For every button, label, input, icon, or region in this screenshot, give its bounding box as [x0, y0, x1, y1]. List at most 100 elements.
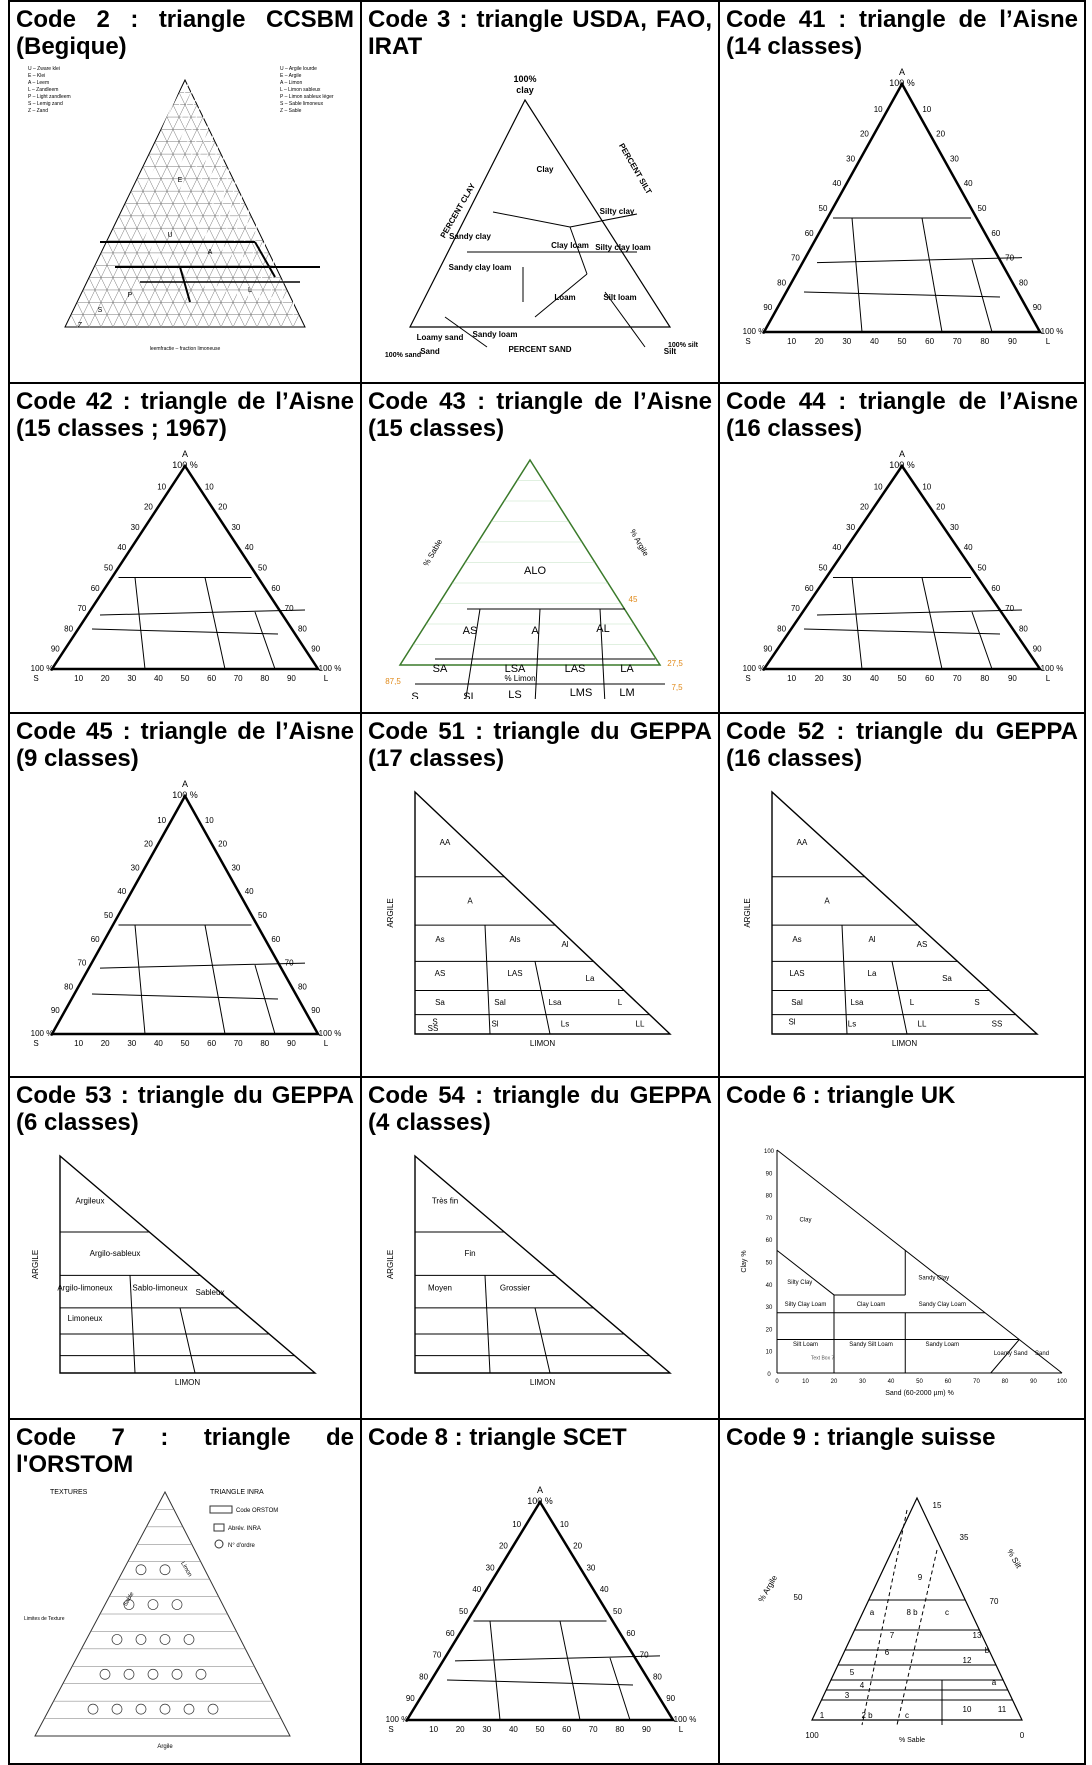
- order-marker: [123, 1668, 135, 1680]
- label-text: 45: [629, 595, 638, 604]
- tick-label: 30: [859, 1379, 866, 1385]
- label-text: 100 %: [31, 1029, 54, 1038]
- label-text: N° d'ordre: [228, 1543, 256, 1549]
- tick-label: 50: [978, 204, 987, 213]
- boundary-line: [292, 314, 300, 328]
- tick-label: 70: [77, 959, 86, 968]
- order-marker: [135, 1564, 147, 1576]
- boundary-line: [124, 141, 216, 328]
- cell-code-53: Code 53 : triangle du GEPPA (6 classes)A…: [8, 1076, 362, 1420]
- label-text: 7: [890, 1631, 895, 1640]
- cell-title: Code 45 : triangle de l’Aisne (9 classes…: [16, 718, 354, 772]
- order-marker: [207, 1703, 219, 1715]
- tick-label: 20: [218, 503, 227, 512]
- tick-label: 20: [936, 130, 945, 139]
- triangle-outline: [59, 1154, 317, 1374]
- tick-label: 70: [234, 674, 243, 683]
- label-text: E – Klei: [28, 73, 45, 79]
- tick-label: 50: [916, 1379, 923, 1385]
- label-text: LIMON: [892, 1039, 918, 1048]
- tick-label: 50: [258, 564, 267, 573]
- label-text: Clay %: [741, 1250, 748, 1272]
- label-text: PERCENT SILT: [617, 142, 653, 196]
- tick-label: 60: [991, 584, 1000, 593]
- label-text: TEXTURES: [50, 1489, 88, 1496]
- label-text: Lsa: [851, 998, 864, 1007]
- label-text: LS: [508, 689, 521, 699]
- label-text: PERCENT CLAY: [439, 181, 478, 239]
- tick-label: 40: [154, 1039, 163, 1048]
- label-text: Argile: [157, 1744, 173, 1750]
- label-text: ARGILE: [386, 1250, 395, 1279]
- order-marker: [135, 1634, 147, 1645]
- tick-label: 20: [144, 503, 153, 512]
- label-text: 4: [860, 1681, 865, 1690]
- boundary-line: [492, 211, 571, 228]
- tick-label: 50: [978, 564, 987, 573]
- tick-label: 50: [181, 674, 190, 683]
- boundary-line: [609, 1657, 631, 1721]
- label-text: % Sable: [899, 1737, 925, 1744]
- label-text: 13: [973, 1631, 982, 1640]
- cell-title: Code 43 : triangle de l’Aisne (15 classe…: [368, 388, 712, 442]
- tick-label: 20: [499, 1542, 508, 1551]
- label-text: % Argile: [628, 528, 651, 558]
- boundary-line: [112, 61, 210, 328]
- label-text: 8 b: [906, 1608, 918, 1617]
- boundary-line: [148, 154, 234, 328]
- label-text: c: [945, 1608, 949, 1617]
- label-text: TRIANGLE INRA: [210, 1489, 264, 1496]
- label-text: % Argile: [757, 1573, 780, 1603]
- boundary-line: [134, 577, 146, 670]
- label-text: Limites de Texture: [24, 1616, 65, 1622]
- tick-label: 30: [482, 1725, 491, 1734]
- label-text: S: [745, 674, 750, 683]
- label-text: c: [905, 1711, 909, 1720]
- tick-label: 50: [766, 1261, 773, 1267]
- triangle-outline: [409, 98, 672, 328]
- tick-label: 30: [231, 863, 240, 872]
- label-text: LIMON: [175, 1378, 201, 1387]
- label-text: Très fin: [432, 1197, 458, 1206]
- tick-label: 70: [953, 337, 962, 346]
- label-text: AA: [440, 838, 451, 847]
- label-text: Als: [509, 935, 520, 944]
- boundary-line: [851, 577, 863, 670]
- label-text: LL: [636, 1020, 645, 1029]
- tick-label: 90: [287, 674, 296, 683]
- label-text: U – Argile lourde: [280, 66, 317, 72]
- label-text: 87,5: [385, 677, 401, 686]
- dashed-boundary: [896, 1549, 938, 1726]
- tick-label: 80: [766, 1194, 773, 1200]
- tick-label: 30: [842, 674, 851, 683]
- tick-label: 80: [1002, 1379, 1009, 1385]
- cell-title: Code 7 : triangle de l'ORSTOM: [16, 1424, 354, 1478]
- boundary-line: [256, 61, 282, 328]
- tick-label: 30: [131, 863, 140, 872]
- boundary-line: [136, 61, 222, 328]
- tick-label: 90: [287, 1039, 296, 1048]
- label-text: Abrév. INRA: [228, 1526, 261, 1532]
- label-text: Loamy sand: [417, 333, 464, 342]
- tick-label: 20: [144, 840, 153, 849]
- boundary-line: [534, 273, 588, 318]
- tick-label: 40: [600, 1585, 609, 1594]
- boundary-line: [803, 291, 1001, 298]
- label-text: Sablo-limoneux: [132, 1284, 187, 1293]
- label-text: 10: [963, 1705, 972, 1714]
- boundary-line: [99, 609, 306, 616]
- label-text: LIMON: [530, 1039, 556, 1048]
- boundary-line: [891, 961, 908, 1035]
- boundary-line: [100, 61, 204, 328]
- cell-code-9: Code 9 : triangle suisse% Argile% Silt% …: [718, 1418, 1086, 1765]
- label-text: Silty Clay: [787, 1280, 812, 1286]
- legend-box: [209, 1505, 233, 1514]
- label-text: Argilo-sableux: [90, 1249, 141, 1258]
